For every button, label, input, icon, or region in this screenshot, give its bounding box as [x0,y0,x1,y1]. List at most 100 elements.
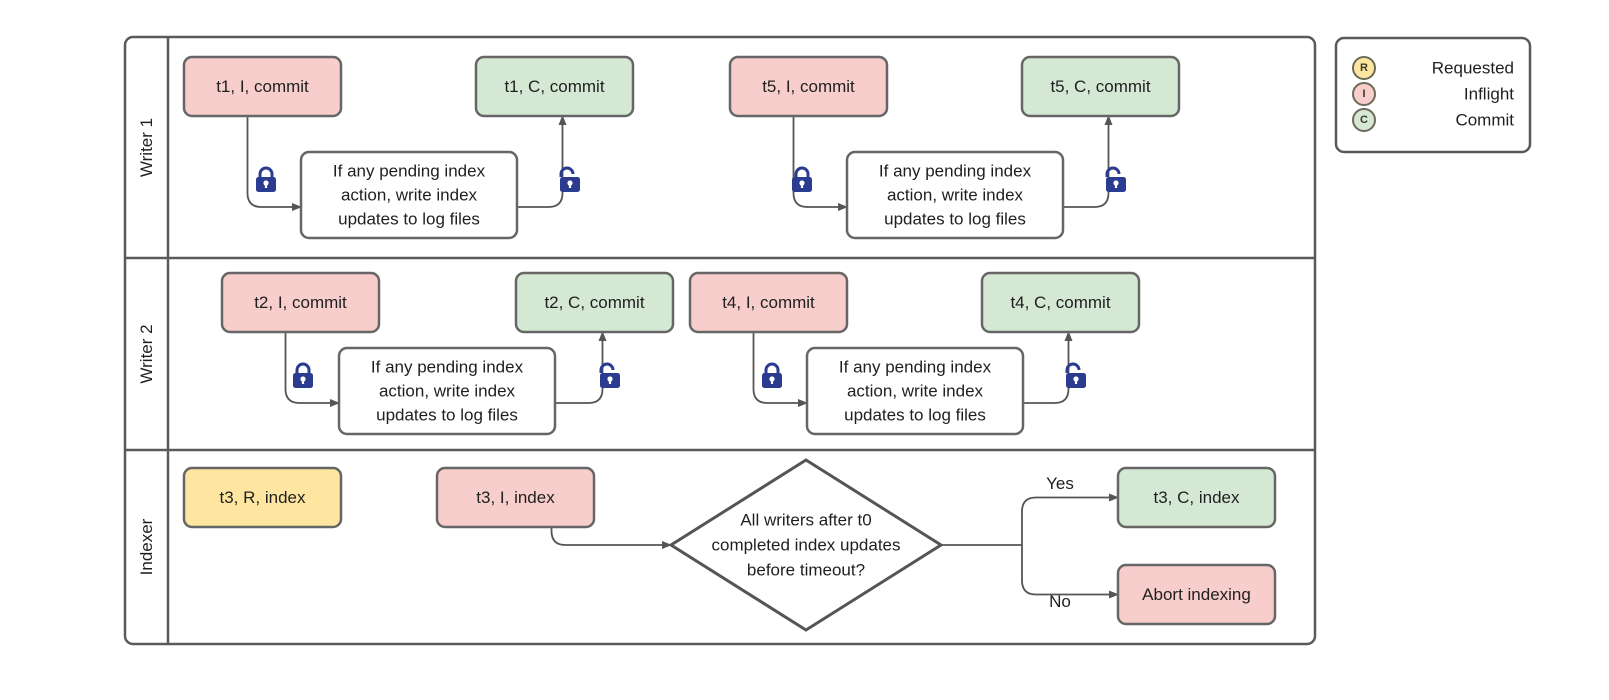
node-w2-t2-i[interactable]: t2, I, commit [220,271,381,334]
legend-label: Requested [1432,59,1514,78]
node-shape [688,271,849,334]
node-w1-t1-c[interactable]: t1, C, commit [474,55,635,118]
node-ix-t3-r[interactable]: t3, R, index [182,466,343,529]
node-label: t1, C, commit [504,77,604,96]
node-w1-t5-i[interactable]: t5, I, commit [728,55,889,118]
process-line: action, write index [847,382,984,401]
edge-junction-yes [1021,493,1119,545]
node-label: t3, C, index [1154,488,1240,507]
legend-badge-i-icon [1352,82,1376,106]
keyhole-stem [608,379,612,384]
legend-item-legend-commit[interactable]: C Commit [1352,108,1514,132]
process-shape [845,150,1065,240]
process-line: If any pending index [839,358,992,377]
locks-layer [256,166,1126,388]
legend-frame [1334,36,1532,154]
edge-w2-t2-i-to-w2-proc-a [284,332,340,407]
node-label: t3, I, index [476,488,555,507]
shackle [1105,166,1121,177]
edge-w1-proc-a-to-w1-t1-c [517,115,567,208]
keyhole-stem [770,379,774,384]
shackle [258,166,274,177]
node-shape [182,466,343,529]
lock-open-icon [1065,362,1086,388]
edge-w1-proc-b-to-w1-t5-c [1063,115,1113,208]
edge-w1-t5-i-to-w1-proc-b [792,116,848,211]
edges-layer [246,115,1119,599]
node-shape [182,55,343,118]
node-ix-t3-c[interactable]: t3, C, index [1116,466,1277,529]
diagram-outer-frame [123,35,1317,646]
lock-open-icon [559,166,580,192]
keyhole-stem [1074,379,1078,384]
node-w2-t4-i[interactable]: t4, I, commit [688,271,849,334]
node-label: t2, C, commit [544,293,644,312]
legend-badge-r-icon [1352,56,1376,80]
decision-line: before timeout? [747,561,865,580]
node-label: t2, I, commit [254,293,347,312]
keyhole-stem [301,379,305,384]
process-line: updates to log files [338,210,480,229]
legend-badge-letter: R [1360,62,1368,74]
node-label: t5, C, commit [1050,77,1150,96]
process-line: If any pending index [333,162,486,181]
node-ix-abort[interactable]: Abort indexing [1116,563,1277,626]
process-shape [299,150,519,240]
node-label: Abort indexing [1142,585,1251,604]
shackle [794,166,810,177]
process-line: action, write index [341,186,478,205]
node-ix-t3-i[interactable]: t3, I, index [435,466,596,529]
process-line: updates to log files [844,406,986,425]
process-line: action, write index [379,382,516,401]
lock-open-icon [1105,166,1126,192]
node-label: t4, I, commit [722,293,815,312]
edge-w1-t1-i-to-w1-proc-a [246,116,302,211]
nodes-layer: t1, I, commit t1, C, commit t5, I, commit t… [182,55,1277,632]
lock-open-icon [599,362,620,388]
legend-badge-letter: I [1362,88,1365,100]
legend-badge-c-icon [1352,108,1376,132]
process-line: If any pending index [371,358,524,377]
legend-badge-letter: C [1360,114,1368,126]
legend-label: Commit [1455,111,1514,130]
shackle [559,166,575,177]
process-shape [337,346,557,436]
node-w1-t1-i[interactable]: t1, I, commit [182,55,343,118]
node-w2-t4-c[interactable]: t4, C, commit [980,271,1141,334]
process-line: action, write index [887,186,1024,205]
edge-label-no-label: No [1049,592,1071,611]
node-shape [474,55,635,118]
node-label: t5, I, commit [762,77,855,96]
lock-closed-icon [256,166,276,192]
node-shape [980,271,1141,334]
lock-closed-icon [792,166,812,192]
edge-w2-proc-a-to-w2-t2-c [555,331,607,404]
node-w2-t2-c[interactable]: t2, C, commit [514,271,675,334]
node-shape [514,271,675,334]
edge-junction-no [1021,545,1119,599]
lane-label-writer-1: Writer 1 [137,118,156,177]
process-box-w1-proc-a[interactable]: If any pending index action, write index u… [299,150,519,240]
edge-inflight-to-decision [550,527,672,549]
shackle [1065,362,1081,373]
process-box-w2-proc-b[interactable]: If any pending index action, write index u… [805,346,1025,436]
edge-label-yes-label: Yes [1046,474,1074,493]
process-line: updates to log files [884,210,1026,229]
lock-closed-icon [762,362,782,388]
shackle [599,362,615,373]
shackle [764,362,780,373]
legend-item-legend-requested[interactable]: R Requested [1352,56,1514,80]
lane-label-indexer: Indexer [137,518,156,575]
node-label: t1, I, commit [216,77,309,96]
node-shape [1116,466,1277,529]
shackle [295,362,311,373]
node-w1-t5-c[interactable]: t5, C, commit [1020,55,1181,118]
